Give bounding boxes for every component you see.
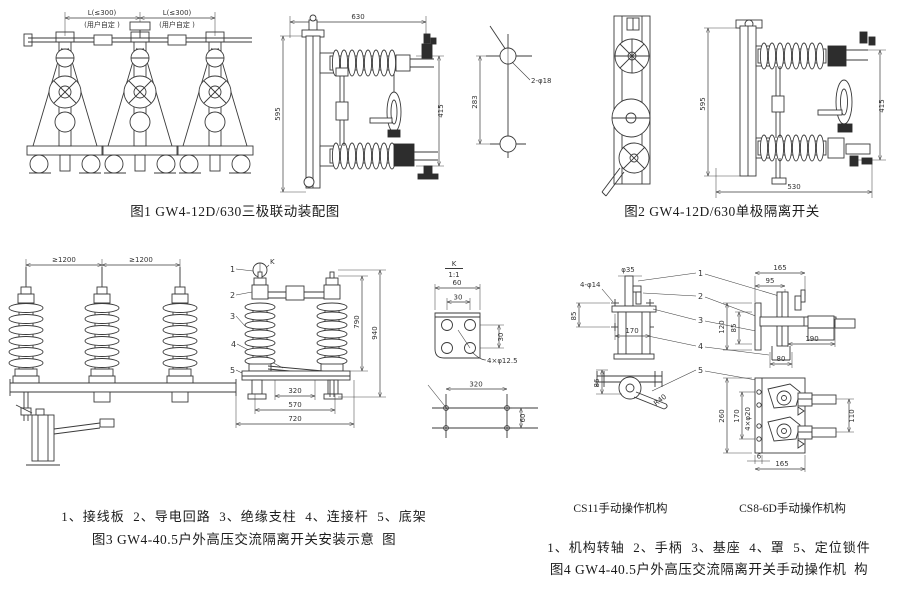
dim-595: 595	[699, 97, 707, 110]
dim-85-cs11: 85	[570, 312, 578, 321]
fig3-base-detail: 320 60	[427, 381, 538, 438]
fig4-mechanisms-drawing: φ35 4-φ14 85 170	[570, 264, 856, 472]
dim-190: 190	[805, 335, 818, 343]
dim-260: 260	[718, 409, 726, 422]
dim-phi35: φ35	[621, 266, 635, 274]
dim-86: 86	[593, 378, 601, 387]
dim-4-phi14: 4-φ14	[580, 281, 601, 289]
fig3-detail-k-plate: 4×φ12.5	[434, 312, 518, 365]
fig1-hole-detail-drawing: 2-φ18 283	[471, 25, 552, 158]
dim-415: 415	[437, 104, 445, 117]
part-number-3: 3	[230, 312, 235, 321]
dim-span1-l300: L(≤300)	[88, 9, 117, 17]
dim-span2-user: (用户自定 )	[159, 20, 195, 29]
fig1-front-view-drawing: L(≤300) (用户自定 ) L(≤300) (用户自定 )	[23, 9, 254, 174]
fig1-detail-dims: 283	[471, 56, 500, 144]
part-number-3: 3	[698, 316, 703, 325]
fig3-caption: 图3 GW4-40.5户外高压交流隔离开关安装示意 图	[91, 532, 397, 547]
fig1-side-view-drawing: 630 595 415	[274, 13, 445, 204]
detail-k-label: K	[452, 260, 457, 268]
dim-base-60: 60	[519, 414, 527, 423]
fig2-caption: 图2 GW4-12D/630单极隔离开关	[624, 204, 820, 219]
part-number-4: 4	[698, 342, 703, 351]
fig4-cs8-bottom: 260 170 4×φ20 110 6 165	[718, 378, 856, 472]
dim-85-cs8: 85	[730, 324, 738, 333]
dim-170-cs8: 170	[733, 409, 741, 422]
dim-570: 570	[288, 401, 301, 409]
dim-30-side: 30	[497, 333, 505, 342]
dim-60: 60	[453, 279, 462, 287]
detail-k-scale: 1:1	[448, 271, 459, 279]
dim-4xphi20: 4×φ20	[744, 407, 752, 431]
dim-80: 80	[777, 355, 786, 363]
dim-120: 120	[718, 320, 726, 333]
fig4-cs11-label: CS11手动操作机构	[573, 503, 668, 515]
fig3-parts-list: 1、接线板 2、导电回路 3、绝缘支柱 4、连接杆 5、底架	[61, 509, 427, 524]
dim-720: 720	[288, 415, 301, 423]
fig4-part-leaders: 1 2 3 4 5	[637, 269, 780, 392]
dim-170-cs11: 170	[625, 327, 638, 335]
dim-940: 940	[371, 326, 379, 339]
dim-base-320: 320	[469, 381, 482, 389]
dim-630: 630	[351, 13, 364, 21]
fig4-cs11-top: φ35 4-φ14 85 170	[570, 266, 657, 360]
dim-span1-user: (用户自定 )	[84, 20, 120, 29]
fig1-poles	[26, 31, 254, 174]
dim-30-top: 30	[454, 294, 463, 302]
fig2-front-structure	[601, 15, 651, 197]
dim-95: 95	[766, 277, 775, 285]
part-number-4: 4	[231, 340, 236, 349]
fig3-spacing-dims: ≥1200 ≥1200	[26, 256, 180, 285]
dim-165-bottom: 165	[775, 460, 788, 468]
part-number-1: 1	[230, 265, 235, 274]
fig3-pole-pair-drawing: 1 2 3 4 5 K	[230, 258, 386, 428]
part-number-2: 2	[230, 291, 235, 300]
part-number-2: 2	[698, 292, 703, 301]
fig2-side-structure	[735, 19, 876, 185]
part-number-1: 1	[698, 269, 703, 278]
fig1-linkage-rod	[23, 21, 252, 47]
fig1-caption: 图1 GW4-12D/630三极联动装配图	[130, 204, 340, 219]
dim-spacing-1: ≥1200	[52, 256, 76, 264]
fig3-detail-k-drawing: K 1:1 60 30 30 4×φ12.5	[428, 260, 518, 365]
dim-r40: R40	[652, 393, 668, 408]
fig3-operating-mechanism	[15, 392, 115, 466]
fig1-dimensioning: L(≤300) (用户自定 ) L(≤300) (用户自定 )	[65, 9, 215, 36]
dim-415: 415	[878, 99, 886, 112]
fig4-parts-list: 1、机构转轴 2、手柄 3、基座 4、罩 5、定位锁件	[547, 540, 871, 555]
fig3-pole-pair-structure	[241, 262, 351, 400]
dim-spacing-2: ≥1200	[129, 256, 153, 264]
fig2-side-dims: 595 415 530	[699, 28, 886, 198]
fig2-side-view-drawing: 595 415 530	[699, 19, 886, 198]
part-number-5: 5	[230, 366, 235, 375]
dim-530: 530	[787, 183, 800, 191]
fig4-cs11-bottom: R40 86	[593, 370, 668, 410]
dim-595: 595	[274, 107, 282, 120]
fig4-caption: 图4 GW4-40.5户外高压交流隔离开关手动操作机 构	[549, 562, 869, 577]
dim-2-phi18: 2-φ18	[531, 77, 552, 85]
fig3-front-view-drawing: ≥1200 ≥1200	[8, 256, 237, 466]
fig1-detail-structure: 2-φ18	[486, 25, 552, 158]
fig3-base-detail-drawing: 320 60	[427, 381, 538, 438]
fig2-front-view-drawing	[601, 15, 651, 197]
dim-165-top: 165	[773, 264, 786, 272]
label-k: K	[270, 258, 275, 266]
dim-790: 790	[353, 315, 361, 328]
fig3-poles	[9, 267, 237, 403]
dim-4xphi12-5: 4×φ12.5	[487, 357, 518, 365]
dim-6: 6	[757, 453, 762, 461]
dim-110: 110	[848, 409, 856, 422]
dim-283: 283	[471, 95, 479, 108]
fig3-detail-k-dims: 60 30 30	[435, 279, 505, 348]
fig3-pole-pair-dims: 790 940 320 570 720	[236, 270, 386, 428]
fig4-cs8-label: CS8-6D手动操作机构	[739, 503, 846, 515]
part-number-5: 5	[698, 366, 703, 375]
fig3-detail-k-header: K 1:1	[445, 260, 463, 279]
fig1-side-structure	[301, 14, 439, 189]
fig4-cs8-top: 165 95 120 85 190 80	[718, 264, 856, 368]
dim-span2-l300: L(≤300)	[163, 9, 192, 17]
dim-320: 320	[288, 387, 301, 395]
